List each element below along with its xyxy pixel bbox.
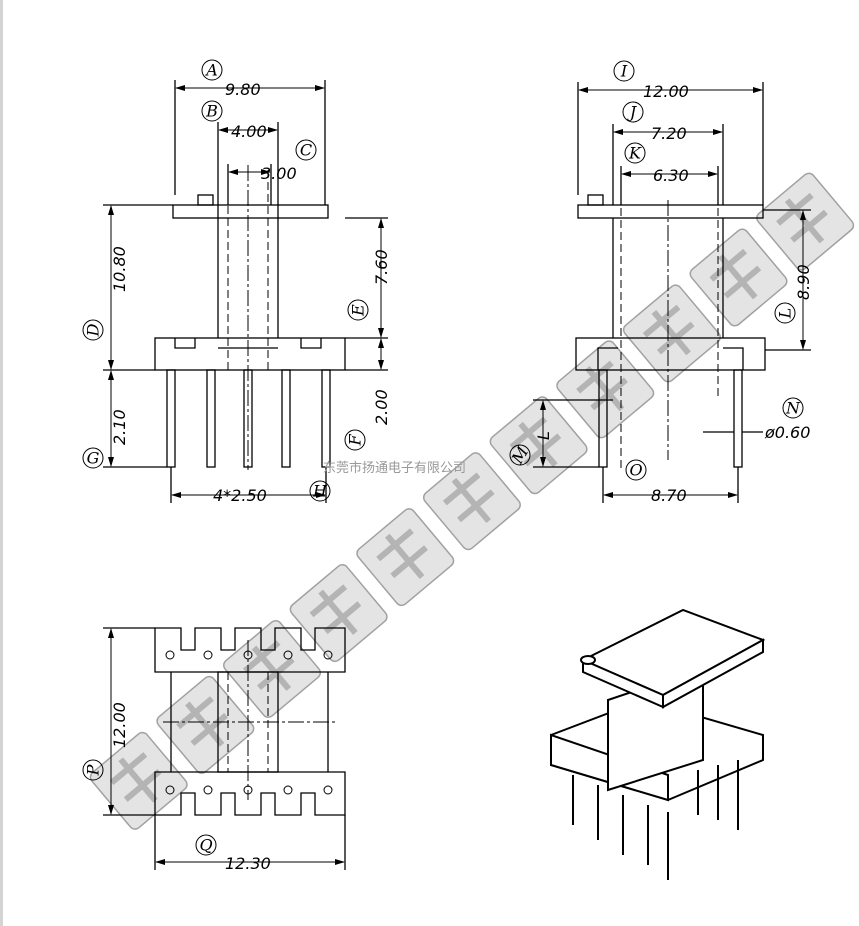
dim-b-value: 4.00 xyxy=(231,122,267,141)
label-d: D xyxy=(84,323,103,337)
dim-h-value: 4*2.50 xyxy=(213,486,267,505)
technical-drawing: 9.80 4.00 3.00 10.80 7.60 2.00 2.10 4*2.… xyxy=(82,59,855,880)
label-e: E xyxy=(349,304,368,317)
watermark-glyph xyxy=(222,619,322,718)
label-q: Q xyxy=(199,836,212,855)
label-c: C xyxy=(300,141,312,160)
label-b: B xyxy=(205,102,218,121)
label-i: I xyxy=(620,62,628,81)
dim-a-value: 9.80 xyxy=(225,80,261,99)
label-h: H xyxy=(312,482,328,501)
watermark-glyph xyxy=(556,340,655,439)
watermark-glyph xyxy=(289,564,388,663)
label-k: K xyxy=(628,144,642,163)
callout-labels xyxy=(82,59,804,856)
watermark-glyph xyxy=(622,284,721,383)
watermark-small: 东莞市扬通电子有限公司 xyxy=(323,460,466,476)
dim-q-value: 12.30 xyxy=(225,854,271,873)
dim-g-value: 2.10 xyxy=(110,409,129,445)
dim-m-value: L xyxy=(534,431,553,440)
label-n: N xyxy=(785,399,801,418)
watermark-glyph xyxy=(689,228,788,327)
dim-d-value: 10.80 xyxy=(110,246,129,292)
watermark-glyph xyxy=(422,452,521,551)
front-view: 9.80 4.00 3.00 10.80 7.60 2.00 2.10 4*2.… xyxy=(103,80,391,505)
watermark-glyph xyxy=(489,396,588,495)
watermark-glyph xyxy=(756,172,855,271)
side-view: 12.00 7.20 6.30 8.90 L ø0.60 8.70 xyxy=(533,82,813,505)
dim-f-value: 2.00 xyxy=(372,389,391,425)
watermark-glyph xyxy=(356,508,455,607)
dim-e-value: 7.60 xyxy=(372,249,391,285)
dim-o-value: 8.70 xyxy=(651,486,687,505)
label-p: P xyxy=(84,764,103,776)
dim-p-value: 12.00 xyxy=(110,702,129,748)
dim-l-value: 8.90 xyxy=(794,264,813,300)
dim-j-value: 7.20 xyxy=(651,124,687,143)
top-view: 12.00 12.30 xyxy=(103,627,346,873)
label-o: O xyxy=(629,461,642,480)
label-l: L xyxy=(776,308,795,320)
dim-n-value: ø0.60 xyxy=(764,423,810,442)
label-g: G xyxy=(87,449,100,468)
label-j: J xyxy=(627,103,638,122)
isometric-view xyxy=(550,608,766,880)
dim-k-value: 6.30 xyxy=(653,166,689,185)
label-a: A xyxy=(204,61,218,80)
dim-c-value: 3.00 xyxy=(261,164,297,183)
watermark-glyph xyxy=(89,731,188,830)
dim-i-value: 12.00 xyxy=(643,82,689,101)
watermark-glyph xyxy=(156,675,255,774)
label-f: F xyxy=(346,434,365,447)
